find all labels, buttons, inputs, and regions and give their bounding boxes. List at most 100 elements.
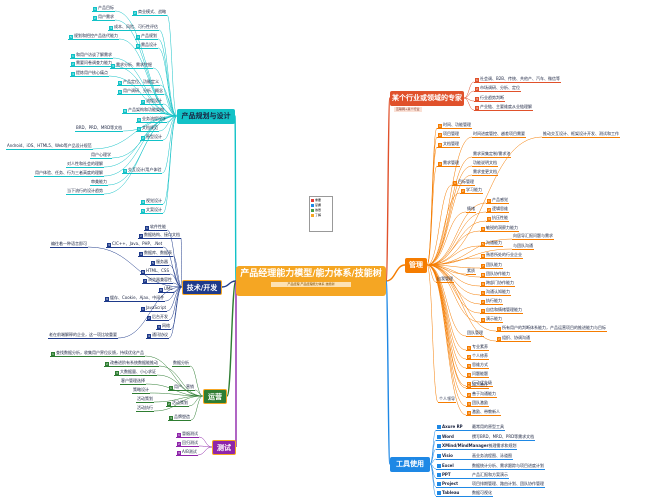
node-design[interactable]: 用户心理学 [90,152,112,159]
branch-expert[interactable]: 某个行业或领域的专家 [390,91,464,106]
root-node[interactable]: 产品经理能力模型/能力体系/技能树 产品经理 产品经理能力体系 技能树 [236,266,386,296]
node-design[interactable]: 对人性和社会的理解 [66,161,104,168]
tool-item[interactable]: XMind/MindManager梳理需求和规划 [436,443,518,450]
branch-ops[interactable]: 运营 [203,389,227,404]
node-manage[interactable]: 自我管理 [436,276,454,283]
node-design[interactable]: 用户体验、任务、行为三者高度的理解 [34,170,104,177]
node-manage[interactable]: 素质 [466,268,476,275]
node-design[interactable]: 审美能力 [90,179,108,186]
branch-test[interactable]: 测试 [212,440,236,455]
node-ops[interactable]: 策略设计 [132,387,150,394]
branch-manage[interactable]: 管理 [405,258,427,273]
node-manage[interactable]: 团队管理 [466,330,484,337]
node-manage[interactable]: 需求采集定制/需求池 [472,151,512,158]
branch-design[interactable]: 产品规划与设计 [177,109,235,124]
node-design[interactable]: 当下流行的设计趋势 [66,188,104,195]
node-manage[interactable]: 时间进度管控、越差项目需要 [472,131,526,138]
node-manage[interactable]: 向居导汇报问题与需求 [512,233,554,240]
node-manage[interactable]: 需求变更文档 [472,169,498,176]
node-manage[interactable]: 推动交互设计、框架设计开发、测试和工作 [542,131,620,138]
node-design[interactable]: Android、iOS、HTML5、Web等产品设计规范 [6,143,93,150]
node-manage[interactable]: 功能说明文档 [472,160,498,167]
node-manage[interactable]: 个人领导 [438,396,456,403]
branch-tools[interactable]: 工具使用 [390,457,430,472]
node-ops[interactable]: 数据分析 [172,360,190,367]
node-tech[interactable]: 老在前端解释的企业，这一项比较重要 [48,332,118,339]
node-ops[interactable]: 客户管理选择 [120,378,146,385]
node-manage[interactable]: 情绪 [466,206,476,213]
node-manage[interactable]: 与团队沟通 [512,243,534,250]
node-design[interactable]: BRD、PRD、MRD等文档 [75,125,124,132]
node-ops[interactable]: 活动策划 [136,396,154,403]
node-tech[interactable]: 编往着一种语言即可 [50,241,88,248]
